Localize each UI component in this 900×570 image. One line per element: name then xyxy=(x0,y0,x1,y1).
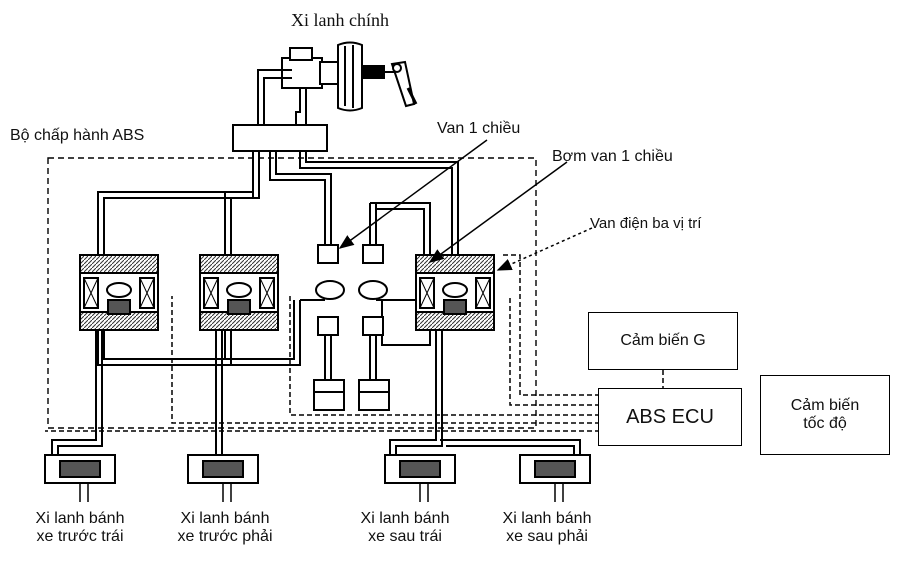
g-sensor-box: Cảm biến G xyxy=(588,312,738,370)
solenoid-valve-right xyxy=(199,254,279,331)
solenoid-valve-left xyxy=(79,254,159,331)
wheel-label-front-right: Xi lanh bánh xe trước phải xyxy=(150,510,300,547)
wheel-label-line1: Xi lanh bánh xyxy=(502,510,592,527)
g-sensor-label: Cảm biến G xyxy=(620,332,706,349)
wheel-label-line2: xe sau phải xyxy=(506,528,588,546)
wheel-label-line2: xe trước trái xyxy=(36,528,124,546)
wheel-label-line1: Xi lanh bánh xyxy=(360,510,450,527)
master-cylinder-label: Xi lanh chính xyxy=(291,10,389,30)
speed-sensor-box: Cảm biến tốc độ xyxy=(760,375,890,455)
master-lines xyxy=(257,69,307,125)
proportioning-valve-block xyxy=(232,124,328,152)
abs-ecu-label: ABS ECU xyxy=(626,405,714,428)
wheel-label-front-left: Xi lanh bánh xe trước trái xyxy=(5,510,155,547)
solenoid-valve-label: Van điện ba vị trí xyxy=(590,215,702,232)
wheel-label-rear-right: Xi lanh bánh xe sau phải xyxy=(472,510,622,547)
wheel-label-rear-left: Xi lanh bánh xe sau trái xyxy=(330,510,480,547)
check-valve-label: Van 1 chiều xyxy=(437,120,521,137)
speed-sensor-line1: Cảm biến xyxy=(790,397,860,414)
wheel-cylinders xyxy=(44,454,591,502)
callout-arrows xyxy=(338,139,593,271)
pump-check-valve-label: Bơm van 1 chiều xyxy=(552,148,673,165)
wheel-label-line1: Xi lanh bánh xyxy=(35,510,125,527)
abs-ecu-box: ABS ECU xyxy=(598,388,742,446)
wheel-label-line2: xe sau trái xyxy=(368,528,442,546)
check-valves-pumps xyxy=(313,244,390,411)
abs-actuator-label: Bộ chấp hành ABS xyxy=(10,127,145,144)
solenoid-valve-rear xyxy=(415,254,495,331)
speed-sensor-line2: tốc độ xyxy=(803,415,847,432)
actuator-boundary xyxy=(47,157,537,429)
master-cylinder xyxy=(281,41,418,112)
wheel-label-line2: xe trước phải xyxy=(177,528,273,546)
hydraulic-lines xyxy=(51,151,581,465)
wheel-label-line1: Xi lanh bánh xyxy=(180,510,270,527)
signal-wires xyxy=(45,254,664,432)
